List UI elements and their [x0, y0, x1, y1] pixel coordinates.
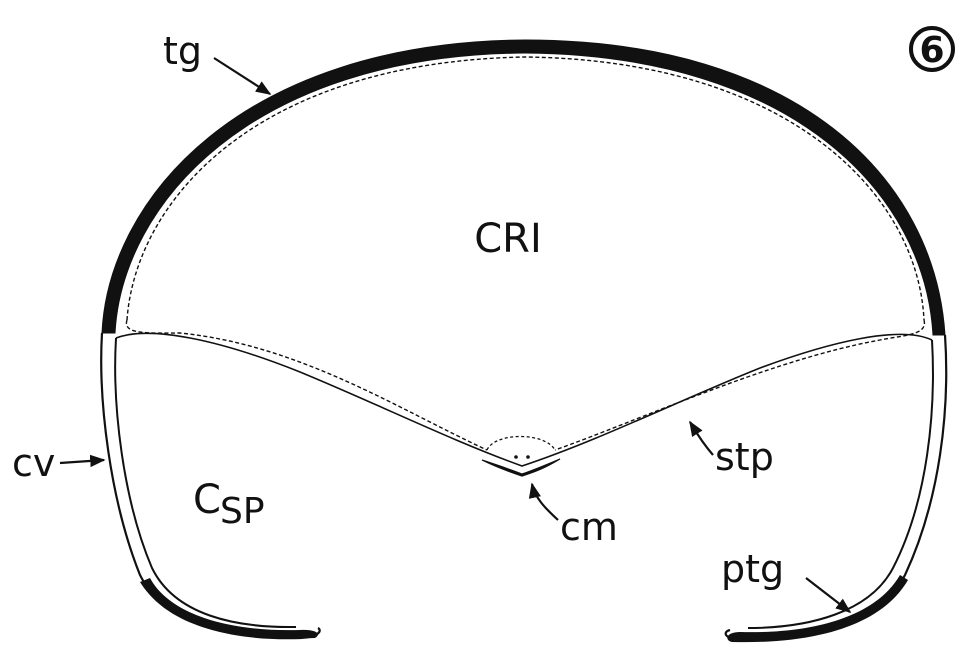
- right-tip-band: [727, 575, 908, 643]
- dashed-boundary-left: [125, 319, 488, 451]
- label-tg: tg: [163, 29, 202, 73]
- label-cm: cm: [560, 505, 618, 549]
- figure-number: 6: [919, 30, 944, 71]
- left-tip-band: [140, 578, 318, 639]
- arrow-stp: [689, 420, 714, 456]
- region-label-c: C: [193, 477, 221, 523]
- arrow-cv: [59, 454, 106, 468]
- dashed-boundary-right: [554, 319, 926, 451]
- right-wall-inner: [747, 339, 934, 629]
- label-ptg: ptg: [721, 547, 784, 591]
- inner-dashed-membrane: [126, 56, 925, 321]
- label-stp: stp: [715, 435, 774, 479]
- median-dot-right: [526, 455, 530, 459]
- arrow-tg: [213, 57, 272, 95]
- arrow-ptg: [805, 577, 852, 613]
- arrow-cm: [528, 482, 559, 521]
- septum-line: [115, 332, 933, 467]
- region-label-sp: SP: [220, 491, 265, 532]
- median-dot-left: [514, 455, 518, 459]
- left-wall-inner: [114, 337, 297, 629]
- figure-number-circle: [909, 26, 955, 72]
- tergite-band: [101, 39, 946, 336]
- right-wall-outer: [724, 334, 948, 642]
- median-wedge: [481, 458, 561, 477]
- region-label-cri: CRI: [474, 216, 542, 262]
- median-dashed-bump: [486, 435, 556, 451]
- label-cv: cv: [12, 441, 55, 485]
